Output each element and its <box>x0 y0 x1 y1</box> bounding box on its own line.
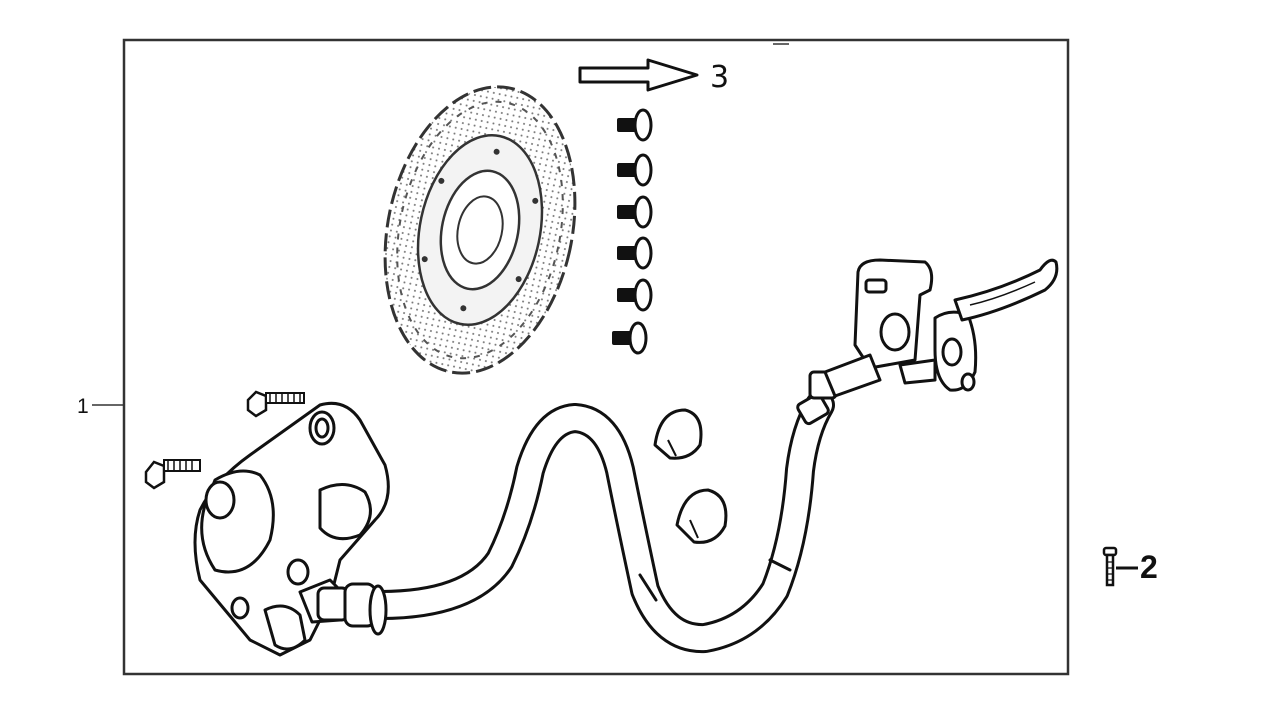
disc-bolt-icon <box>617 195 653 229</box>
callout-part-2: 2 <box>1140 549 1158 585</box>
hose-clip-icon <box>653 408 703 460</box>
caliper-bolt-icon <box>144 459 201 490</box>
arrow-icon <box>578 58 699 92</box>
assembly-frame <box>122 38 1070 676</box>
disc-bolt-icon <box>617 108 653 142</box>
disc-bolt-icon <box>617 153 653 187</box>
disc-bolt-icon <box>617 278 653 312</box>
brake-disc-icon <box>383 85 577 375</box>
hose-fitting-icon <box>316 582 388 636</box>
brake-hose-icon <box>325 390 835 654</box>
caliper-bolt-icon <box>246 390 305 418</box>
brake-lever-icon <box>953 258 1059 322</box>
disc-bolts <box>612 108 653 355</box>
disc-bolt-icon <box>617 236 653 270</box>
caliper-icon <box>193 401 390 657</box>
master-cylinder-icon <box>823 258 978 398</box>
callout-part-1: 1 <box>77 395 89 418</box>
mounting-bolt-icon <box>1102 546 1138 587</box>
callout-part-3: 3 <box>710 60 730 95</box>
hose-clip-icon <box>675 488 728 544</box>
disc-bolt-icon <box>612 321 648 355</box>
